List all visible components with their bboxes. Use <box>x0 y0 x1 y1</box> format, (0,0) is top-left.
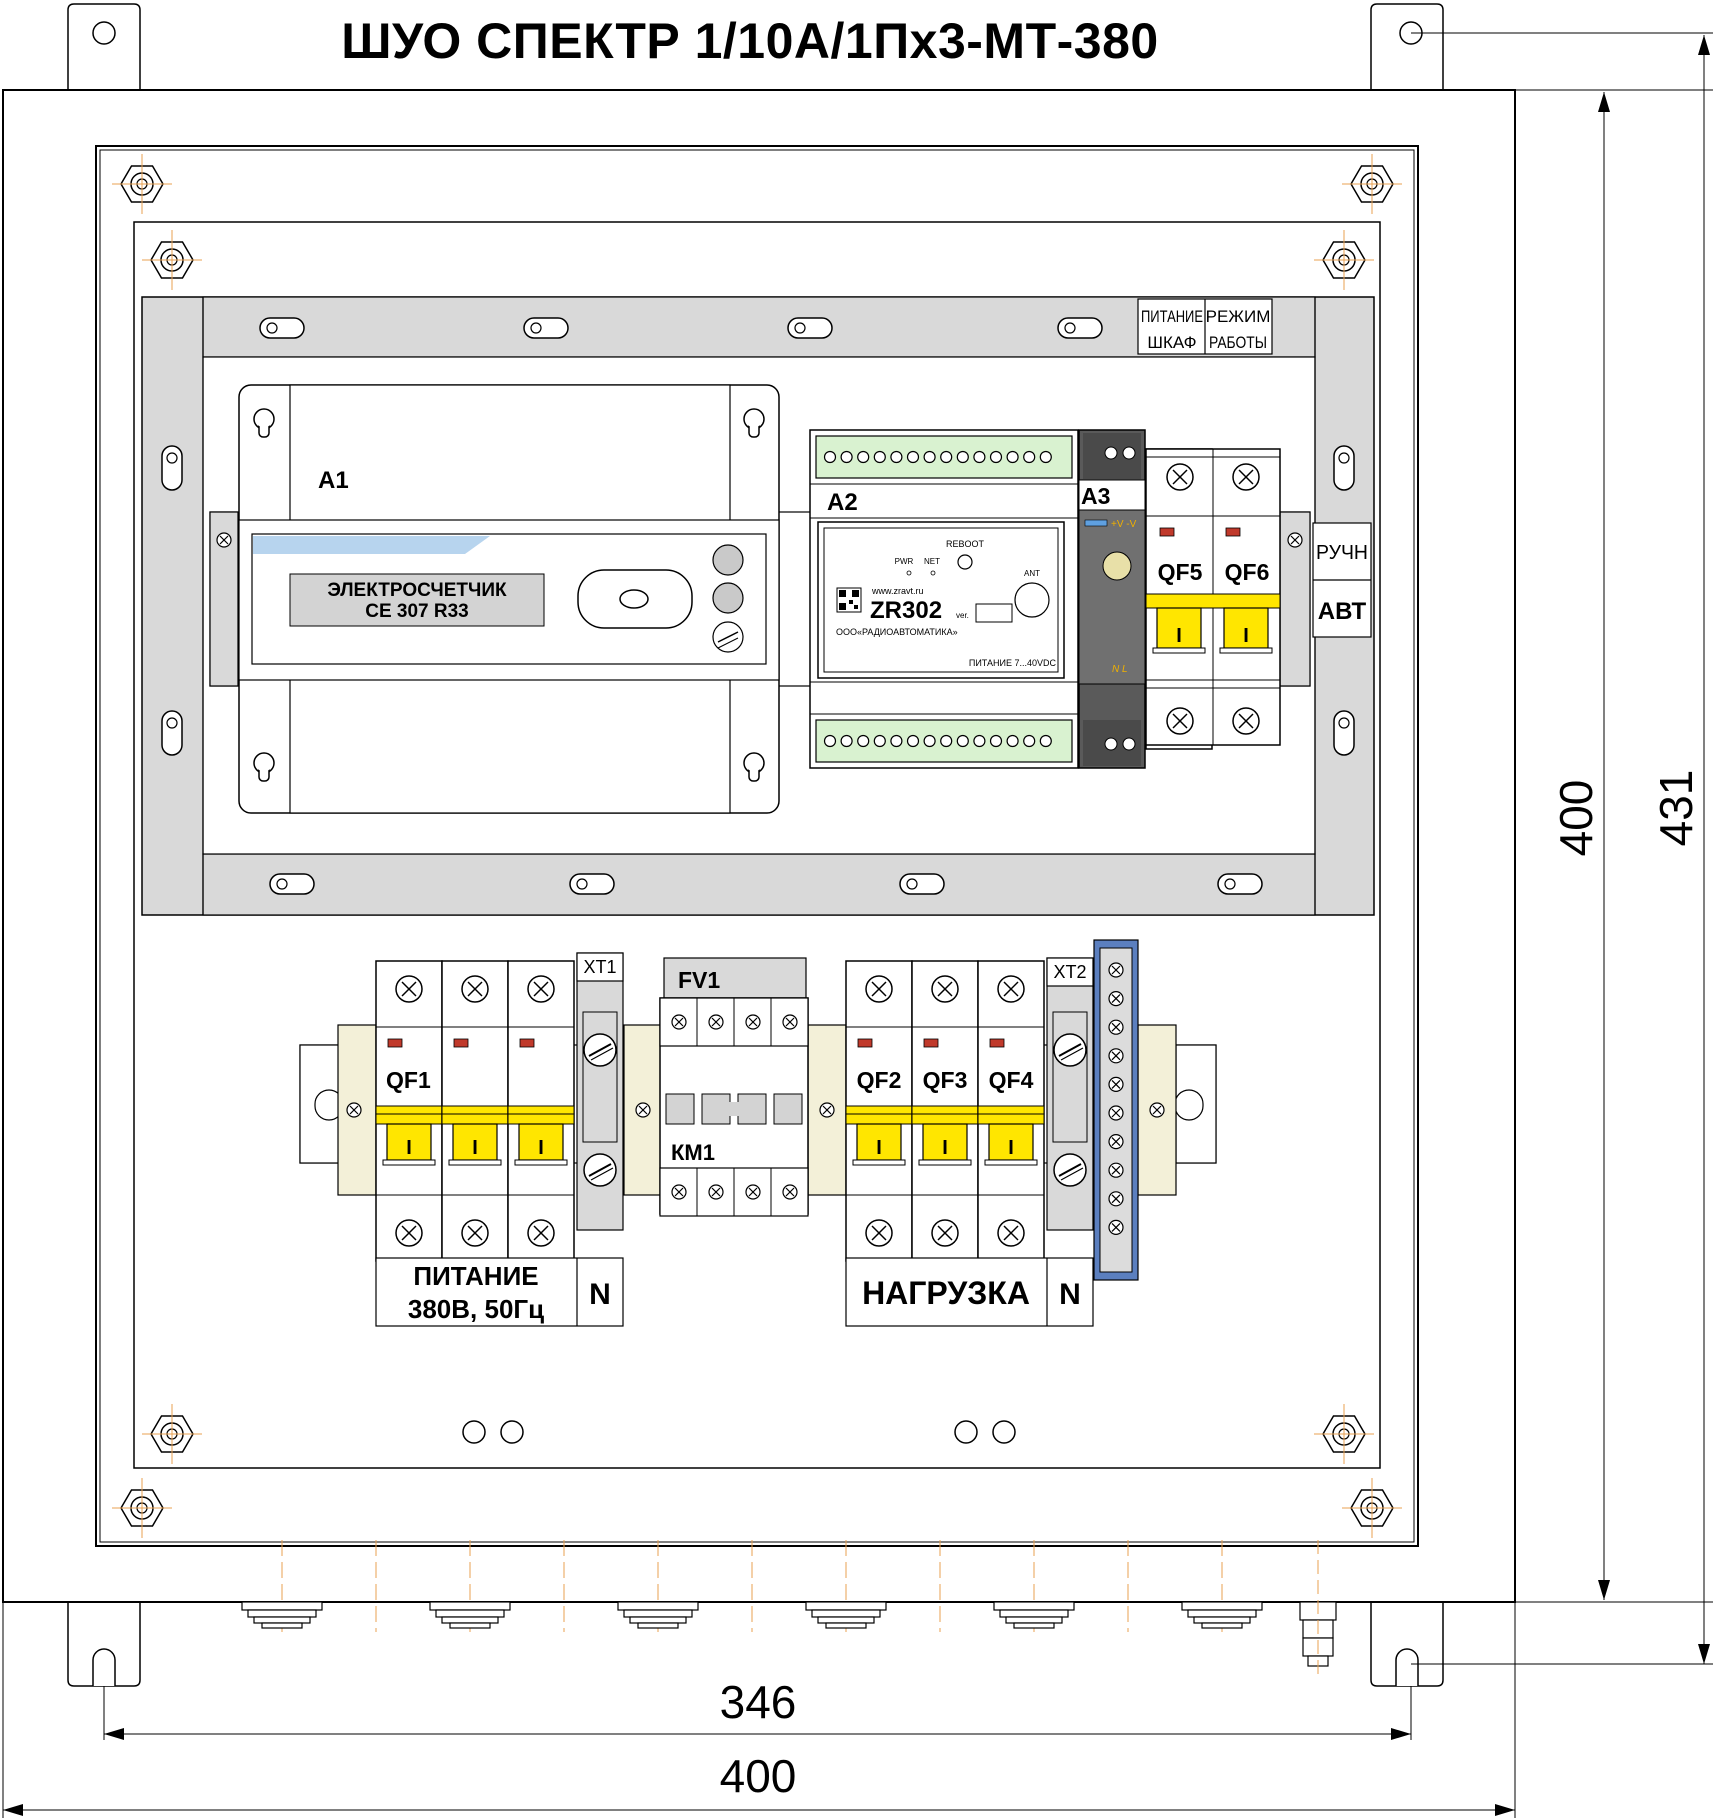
terminal-screw <box>1039 450 1052 464</box>
fv1-label: FV1 <box>678 967 720 993</box>
busbar-screw <box>1108 1219 1124 1236</box>
terminal-screw <box>1023 734 1036 748</box>
a1-label: А1 <box>318 467 349 494</box>
reboot-label: REBOOT <box>946 539 985 549</box>
terminal-screw <box>940 450 953 464</box>
busbar-screw <box>1108 1105 1124 1121</box>
terminal-screw <box>823 450 837 464</box>
busbar-screw <box>1108 1019 1124 1035</box>
qf2-switch-mark: I <box>876 1137 882 1159</box>
busbar-screw <box>1108 1133 1124 1150</box>
terminal-screw <box>1006 734 1019 748</box>
xt2-label: XT2 <box>1053 962 1086 982</box>
terminal-screw <box>973 450 986 464</box>
manual-label: РУЧН <box>1316 542 1368 564</box>
controller-model: ZR302 <box>870 597 942 624</box>
terminal-screw <box>956 734 969 748</box>
controller-company: ООО«РАДИОАВТОМАТИКА» <box>836 627 958 637</box>
qf4-switch-mark: I <box>1008 1137 1014 1159</box>
qf6-label: QF6 <box>1225 559 1270 585</box>
terminal-screw <box>1006 450 1019 464</box>
dimension-mount-width: 346 <box>720 1676 797 1728</box>
controller-website: www.zravt.ru <box>871 586 924 596</box>
terminal-screw <box>940 734 953 748</box>
net-led-label: NET <box>924 557 940 566</box>
psu-terminals-bottom: N L <box>1112 664 1128 675</box>
terminal-screw <box>823 734 837 748</box>
auto-label: АВТ <box>1318 598 1367 625</box>
terminal-screw <box>840 734 853 748</box>
busbar-screw <box>1108 1048 1124 1064</box>
terminal-screw <box>1039 734 1052 748</box>
neutral-left-label: N <box>589 1278 611 1311</box>
terminal-screw <box>973 734 986 748</box>
dimension-inner-height: 400 <box>1550 780 1602 857</box>
qf3-switch-mark: I <box>942 1137 948 1159</box>
meter-name-line1: ЭЛЕКТРОСЧЕТЧИК <box>327 580 507 601</box>
terminal-screw <box>956 450 969 464</box>
terminal-screw <box>1023 450 1036 464</box>
qf2-label: QF2 <box>857 1067 902 1093</box>
controller-ver: ver. <box>956 611 969 620</box>
neutral-right-label: N <box>1059 1278 1081 1311</box>
power-cabinet-label-line1: ПИТАНИЕ <box>1141 307 1203 326</box>
ant-label: ANT <box>1024 569 1040 578</box>
mode-label-line1: РЕЖИМ <box>1206 307 1271 326</box>
qf1-label: QF1 <box>386 1067 431 1093</box>
km1-label: КМ1 <box>671 1140 715 1165</box>
supply-label-line2: 380В, 50Гц <box>408 1294 544 1324</box>
terminal-screw <box>873 450 886 464</box>
a2-label: А2 <box>827 489 858 516</box>
busbar-screw <box>1108 962 1124 978</box>
controller-power: ПИТАНИЕ 7...40VDC <box>969 658 1057 668</box>
xt1-label: XT1 <box>583 957 616 977</box>
drawing-title: ШУО СПЕКТР 1/10А/1Пх3-МТ-380 <box>341 13 1159 69</box>
terminal-screw <box>906 450 920 464</box>
qf6-switch-mark: I <box>1243 625 1249 647</box>
busbar-screw <box>1108 1076 1124 1093</box>
busbar-screw <box>1108 990 1124 1007</box>
qf3-label: QF3 <box>923 1067 968 1093</box>
pwr-led-label: PWR <box>895 557 914 566</box>
power-cabinet-label-line2: ШКАФ <box>1147 333 1196 352</box>
busbar-screw <box>1108 1191 1124 1207</box>
terminal-screw <box>840 450 853 464</box>
terminal-screw <box>923 450 936 464</box>
terminal-screw <box>906 734 920 748</box>
terminal-screw <box>857 734 870 748</box>
qf1-switch-mark-2: I <box>472 1137 478 1159</box>
qf1-switch-mark-1: I <box>406 1137 412 1159</box>
dimension-outer-height: 431 <box>1650 770 1702 847</box>
terminal-screw <box>989 450 1003 464</box>
terminal-screw <box>857 450 870 464</box>
qf5-switch-mark: I <box>1176 625 1182 647</box>
load-label: НАГРУЗКА <box>862 1275 1030 1311</box>
supply-label-line1: ПИТАНИЕ <box>413 1261 538 1291</box>
qf1-switch-mark-3: I <box>538 1137 544 1159</box>
terminal-screw <box>989 734 1003 748</box>
terminal-screw <box>890 734 903 748</box>
psu-terminals-top: +V -V <box>1111 519 1137 530</box>
terminal-screw <box>890 450 903 464</box>
qf5-label: QF5 <box>1158 559 1203 585</box>
terminal-screw <box>873 734 886 748</box>
busbar-screw <box>1108 1162 1124 1178</box>
a3-label: А3 <box>1081 483 1110 509</box>
dimension-overall-width: 400 <box>720 1750 797 1802</box>
meter-name-line2: СЕ 307 R33 <box>365 601 469 622</box>
terminal-screw <box>923 734 936 748</box>
mode-label-line2: РАБОТЫ <box>1209 333 1267 352</box>
qf4-label: QF4 <box>989 1067 1034 1093</box>
